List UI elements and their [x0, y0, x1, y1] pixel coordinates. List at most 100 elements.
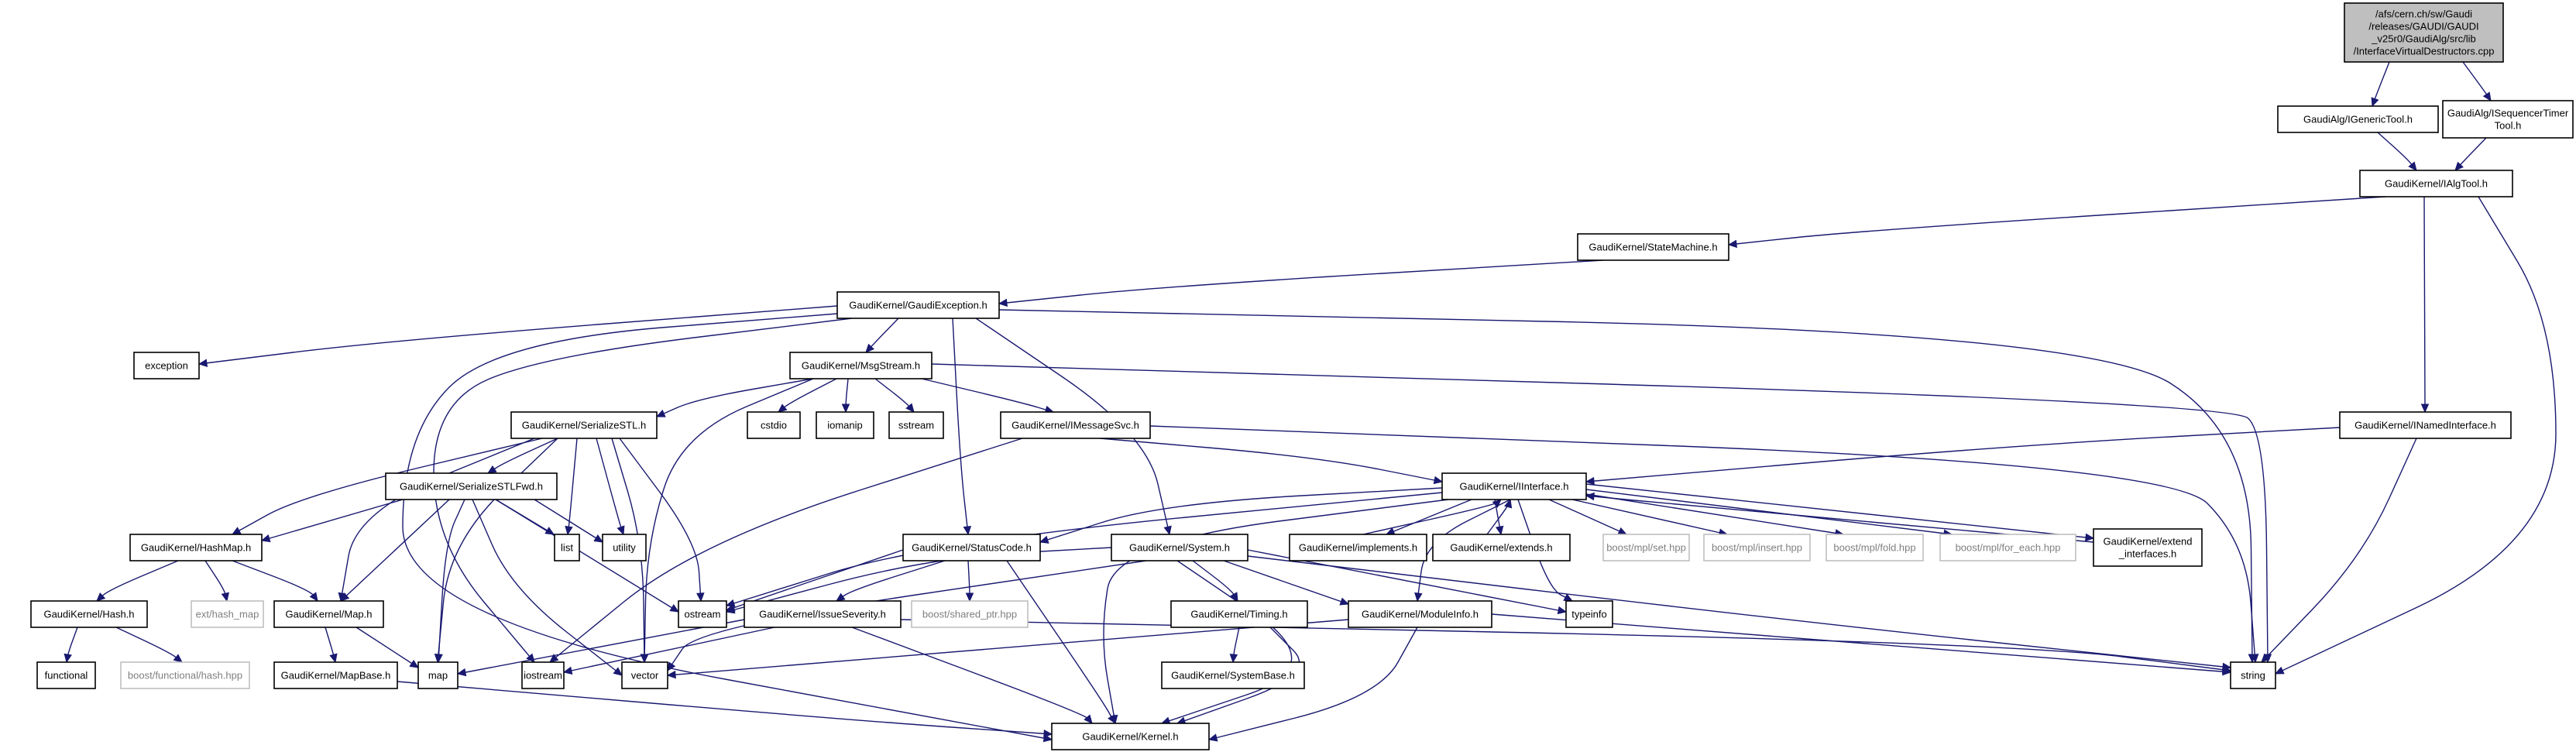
header-file-node[interactable]: GaudiKernel/GaudiException.h: [836, 291, 1000, 319]
header-file-node[interactable]: GaudiKernel/extend_interfaces.h: [2093, 528, 2203, 567]
header-file-node[interactable]: functional: [36, 661, 96, 689]
header-file-node[interactable]: GaudiKernel/SystemBase.h: [1161, 661, 1305, 689]
header-file-node[interactable]: GaudiKernel/System.h: [1111, 534, 1249, 561]
node-label: map: [428, 670, 448, 682]
header-file-node[interactable]: GaudiKernel/StatusCode.h: [902, 534, 1041, 561]
node-label: GaudiKernel/HashMap.h: [141, 542, 251, 554]
node-box: [1441, 472, 1587, 500]
node-label: GaudiKernel/extends.h: [1450, 542, 1552, 554]
dependency-edge: [2462, 61, 2492, 102]
arrowhead: [2408, 161, 2417, 171]
dependency-edge: [619, 438, 705, 603]
node-box: [902, 534, 1041, 561]
dependency-edge: [1207, 627, 1418, 742]
node-box: [1051, 723, 1210, 750]
header-file-node[interactable]: GaudiKernel/HashMap.h: [129, 534, 263, 561]
header-file-node[interactable]: GaudiKernel/INamedInterface.h: [2339, 411, 2512, 439]
dependency-edge: [96, 560, 179, 602]
node-box: [120, 661, 250, 689]
node-label: GaudiKernel/IAlgTool.h: [2385, 178, 2488, 190]
header-file-node[interactable]: GaudiKernel/IInterface.h: [1441, 472, 1587, 500]
arrowhead: [1229, 654, 1238, 664]
node-label: GaudiKernel/INamedInterface.h: [2354, 420, 2496, 431]
node-box: [2442, 100, 2574, 139]
node-label: GaudiKernel/SystemBase.h: [1171, 670, 1295, 682]
header-file-node[interactable]: GaudiKernel/IMessageSvc.h: [1000, 411, 1151, 439]
header-file-node[interactable]: list: [554, 534, 580, 561]
node-box: [2359, 170, 2513, 197]
arrowhead: [655, 409, 666, 417]
dependency-edge: [1362, 499, 1502, 535]
node-label: GaudiKernel/IssueSeverity.h: [759, 609, 886, 620]
header-file-node[interactable]: typeinfo: [1565, 600, 1613, 628]
node-box: [621, 661, 668, 689]
arrowhead: [486, 465, 497, 474]
header-file-node[interactable]: iomanip: [816, 411, 874, 439]
arrowhead: [340, 592, 350, 602]
header-file-node[interactable]: GaudiKernel/SerializeSTLFwd.h: [385, 472, 558, 500]
arrowhead: [2084, 533, 2095, 542]
arrowhead: [2263, 654, 2272, 664]
header-file-node[interactable]: map: [417, 661, 459, 689]
arrowhead: [260, 534, 271, 543]
header-file-node[interactable]: GaudiKernel/Timing.h: [1170, 600, 1308, 628]
arrowhead: [1585, 492, 1595, 501]
dependency-edge: [1585, 492, 2094, 543]
header-file-node[interactable]: iostream: [521, 661, 565, 689]
header-file-node[interactable]: GaudiKernel/Map.h: [273, 600, 384, 628]
header-file-node[interactable]: GaudiKernel/Hash.h: [30, 600, 148, 628]
header-file-node[interactable]: GaudiKernel/extends.h: [1432, 534, 1571, 561]
dependency-edge: [667, 560, 1147, 672]
arrowhead: [696, 592, 705, 603]
header-file-node: boost/mpl/for_each.hpp: [1939, 534, 2076, 561]
node-box: [385, 472, 558, 500]
dependency-edge: [778, 378, 837, 413]
node-box: [191, 600, 264, 628]
node-label: GaudiKernel/Hash.h: [43, 609, 134, 620]
header-file-node[interactable]: GaudiKernel/IAlgTool.h: [2359, 170, 2513, 197]
header-file-node[interactable]: vector: [621, 661, 668, 689]
header-file-node[interactable]: sstream: [888, 411, 944, 439]
node-box: [1565, 600, 1613, 628]
header-file-node[interactable]: GaudiKernel/ModuleInfo.h: [1348, 600, 1492, 628]
dependency-edge: [931, 363, 2272, 664]
dependency-edge: [197, 305, 838, 367]
header-file-node[interactable]: GaudiKernel/SerializeSTL.h: [510, 411, 658, 439]
graph-edges: [64, 61, 2557, 743]
header-file-node[interactable]: utility: [602, 534, 647, 561]
node-box: [836, 291, 1000, 319]
header-file-node[interactable]: GaudiKernel/MapBase.h: [273, 661, 398, 689]
header-file-node[interactable]: cstdio: [747, 411, 801, 439]
arrowhead: [2371, 97, 2379, 108]
dependency-edge: [965, 560, 974, 603]
node-label: /afs/cern.ch/sw/Gaudi: [2375, 9, 2472, 20]
node-label: GaudiKernel/Timing.h: [1190, 609, 1287, 620]
node-label: GaudiKernel/GaudiException.h: [849, 300, 987, 311]
arrowhead: [666, 670, 676, 679]
node-box: [1348, 600, 1492, 628]
node-label: sstream: [898, 420, 934, 431]
header-file-node[interactable]: GaudiKernel/MsgStream.h: [789, 352, 933, 379]
dependency-edge: [495, 499, 680, 613]
node-box: [744, 600, 902, 628]
dependency-edge: [1099, 438, 1444, 485]
header-file-node[interactable]: exception: [133, 352, 200, 379]
dependency-edge: [1160, 560, 1293, 725]
header-file-node[interactable]: GaudiKernel/Kernel.h: [1051, 723, 1210, 750]
arrowhead: [667, 661, 676, 672]
dependency-edge: [260, 499, 404, 543]
header-file-node: boost/functional/hash.hpp: [120, 661, 250, 689]
dependency-edge: [472, 499, 623, 676]
header-file-node[interactable]: string: [2230, 661, 2276, 689]
header-file-node[interactable]: GaudiAlg/IGenericTool.h: [2277, 105, 2439, 133]
node-box: [1170, 600, 1308, 628]
header-file-node[interactable]: GaudiKernel/IssueSeverity.h: [744, 600, 902, 628]
node-box: [417, 661, 459, 689]
node-label: iomanip: [827, 420, 863, 431]
header-file-node[interactable]: ostream: [678, 600, 727, 628]
arrowhead: [1557, 606, 1568, 615]
header-file-node[interactable]: GaudiKernel/implements.h: [1289, 534, 1427, 561]
header-file-node[interactable]: GaudiKernel/StateMachine.h: [1577, 233, 1729, 261]
dependency-edge: [666, 619, 1349, 679]
